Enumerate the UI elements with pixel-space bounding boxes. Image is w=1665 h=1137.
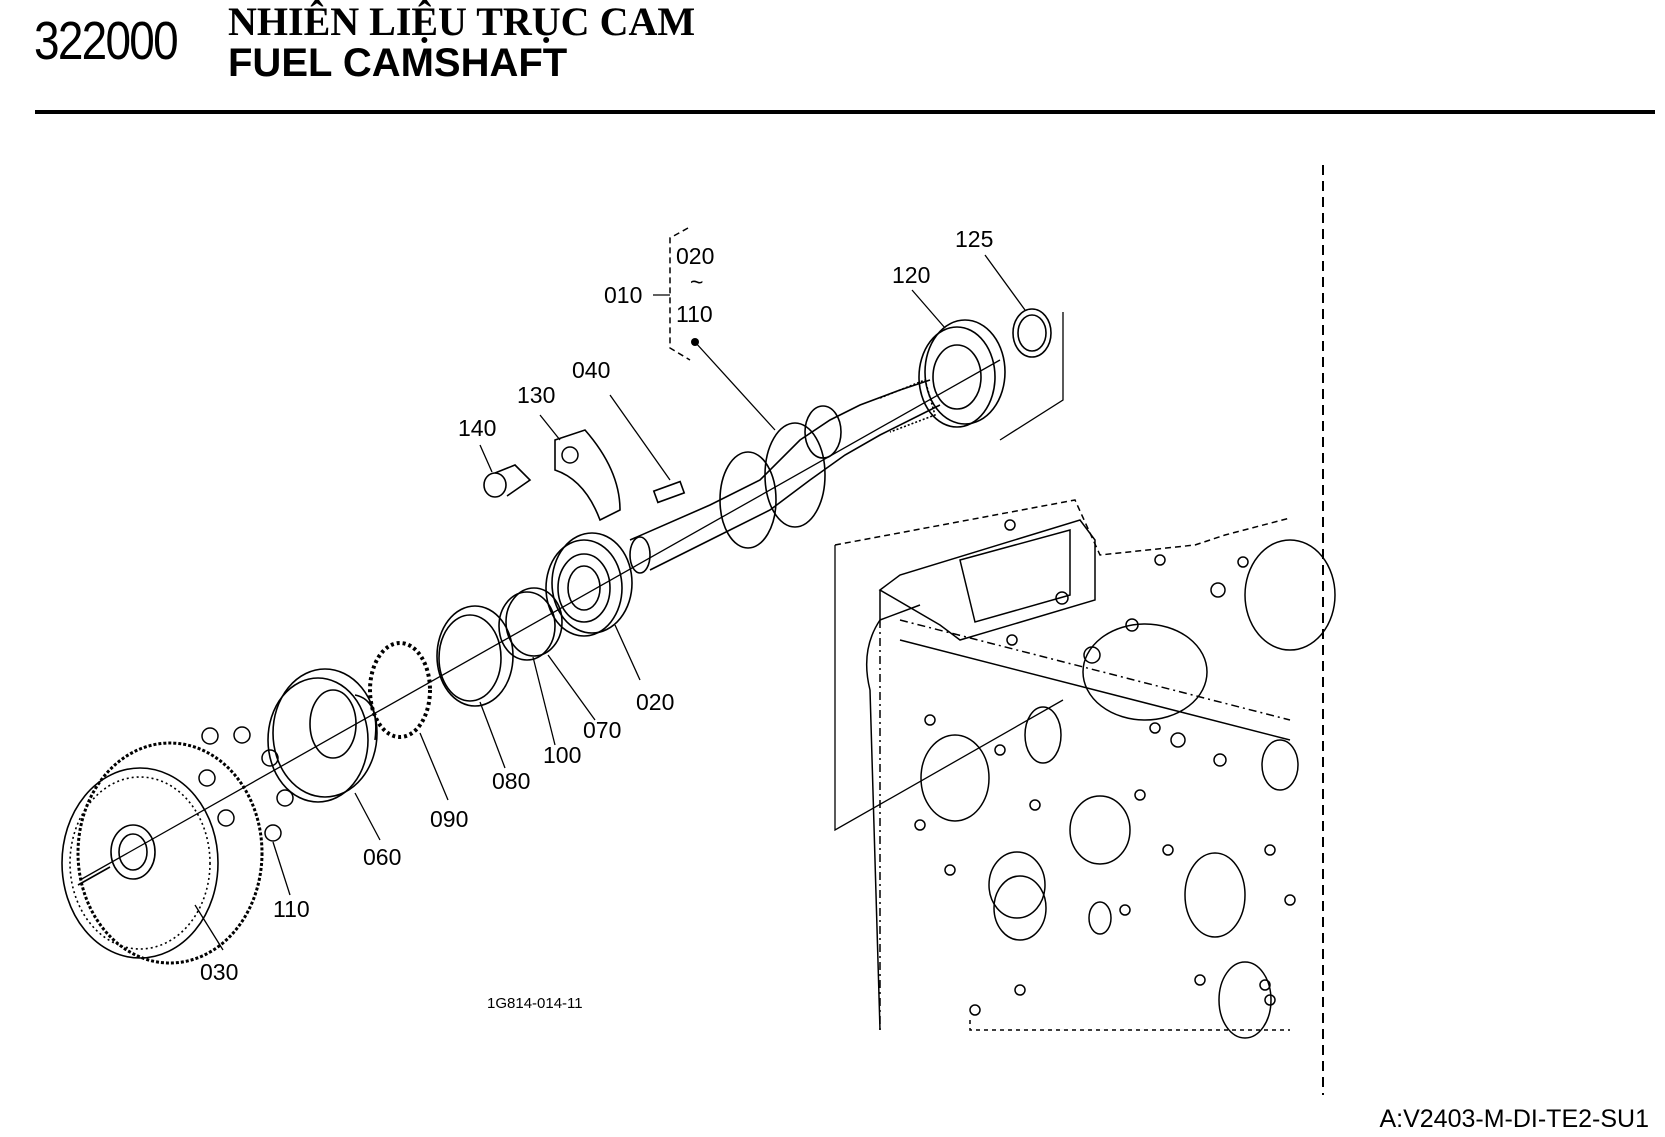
callout-010: 010 [604, 282, 642, 308]
callout-125: 125 [955, 226, 993, 252]
bearing-020 [545, 532, 633, 637]
callout-range-tilde: ~ [690, 269, 703, 295]
camshaft-010 [629, 378, 941, 574]
callout-020: 020 [636, 689, 674, 715]
spring-070 [498, 587, 563, 661]
model-code: A:V2403-M-DI-TE2-SU1 [1379, 1105, 1649, 1133]
seal-125 [1012, 308, 1052, 358]
bearing-reference-line [999, 312, 1064, 441]
assembly-axis-line [79, 359, 1001, 881]
callout-060: 060 [363, 844, 401, 870]
flange-060 [267, 668, 378, 803]
ball-ring-090 [368, 641, 432, 739]
bearing-120 [918, 319, 1006, 428]
gear-030 [61, 741, 264, 965]
callout-110-range-end: 110 [676, 301, 713, 327]
callout-130: 130 [517, 382, 555, 408]
block-reference-line [834, 545, 1064, 832]
callout-080: 080 [492, 768, 530, 794]
title-vietnamese: NHIÊN LIỆU TRỤC CAM [228, 0, 696, 44]
callout-040: 040 [572, 357, 610, 383]
plate-130 [554, 429, 621, 522]
callout-120: 120 [892, 262, 930, 288]
callout-110: 110 [273, 896, 310, 922]
key-040 [652, 480, 686, 504]
callout-100: 100 [543, 742, 581, 768]
callout-030: 030 [200, 959, 238, 985]
header-divider [35, 110, 1655, 114]
engine-block [834, 499, 1336, 1039]
assembly-bracket-010 [669, 227, 691, 361]
callout-070: 070 [583, 717, 621, 743]
drawing-number: 1G814-014-11 [487, 995, 583, 1012]
bolt-140 [483, 464, 532, 498]
section-code: 322000 [34, 11, 179, 71]
balls-110 [198, 726, 294, 842]
callout-140: 140 [458, 415, 496, 441]
callout-020-range-start: 020 [676, 243, 714, 269]
title-english: FUEL CAMSHAFT [228, 41, 568, 85]
plate-hole [561, 446, 579, 464]
leader-lines [194, 254, 1026, 951]
callout-090: 090 [430, 806, 468, 832]
